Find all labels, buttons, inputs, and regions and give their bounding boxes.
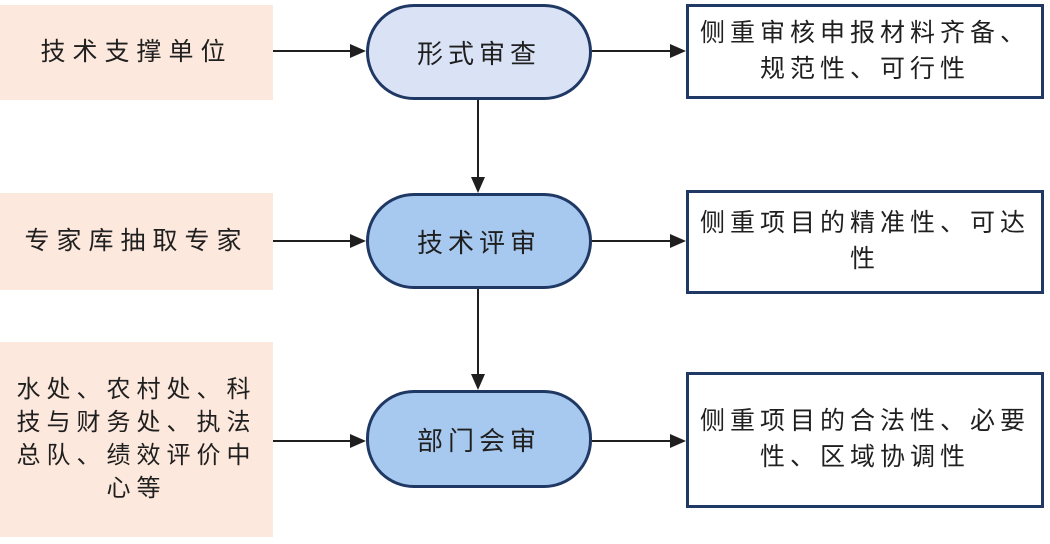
result-box-1: 侧重审核申报材料齐备、 规范性、可行性 [686,4,1044,99]
result-box-2: 侧重项目的精准性、可达 性 [686,190,1044,294]
result-box-text: 侧重项目的合法性、必要 性、区域协调性 [699,408,1030,471]
source-box-technical-support-unit: 技术支撑单位 [0,5,273,100]
arrow-stage2-to-stage3 [476,289,480,374]
source-box-text: 水处、农村处、科 技与财务处、执法 总队、绩效评价中 心等 [16,376,257,502]
arrowhead-right-icon [670,234,686,248]
stage-node-label: 部门会审 [416,426,541,456]
stage-node-department-joint-review: 部门会审 [366,390,592,488]
arrow-stage-to-result-1 [592,49,670,53]
stage-node-label: 技术评审 [416,228,541,258]
result-box-3: 侧重项目的合法性、必要 性、区域协调性 [686,372,1044,508]
stage-node-formal-review: 形式审查 [366,4,592,100]
source-box-text: 技术支撑单位 [40,39,233,66]
arrowhead-right-icon [350,234,366,248]
arrow-stage-to-result-2 [592,239,670,243]
source-box-text: 专家库抽取专家 [24,228,249,255]
arrow-stage-to-result-3 [592,439,670,443]
result-box-text: 侧重审核申报材料齐备、 规范性、可行性 [699,19,1030,83]
stage-node-technical-review: 技术评审 [366,193,592,289]
arrowhead-right-icon [670,44,686,58]
arrowhead-right-icon [670,434,686,448]
arrowhead-right-icon [350,434,366,448]
source-box-expert-pool: 专家库抽取专家 [0,193,273,290]
arrowhead-down-icon [471,177,485,193]
source-box-departments: 水处、农村处、科 技与财务处、执法 总队、绩效评价中 心等 [0,342,273,537]
result-box-text: 侧重项目的精准性、可达 性 [699,210,1030,273]
arrow-source-to-stage-1 [273,49,350,53]
arrowhead-down-icon [471,374,485,390]
arrow-source-to-stage-3 [273,439,350,443]
arrow-source-to-stage-2 [273,239,350,243]
stage-node-label: 形式审查 [416,39,541,69]
arrow-stage1-to-stage2 [476,100,480,177]
arrowhead-right-icon [350,44,366,58]
